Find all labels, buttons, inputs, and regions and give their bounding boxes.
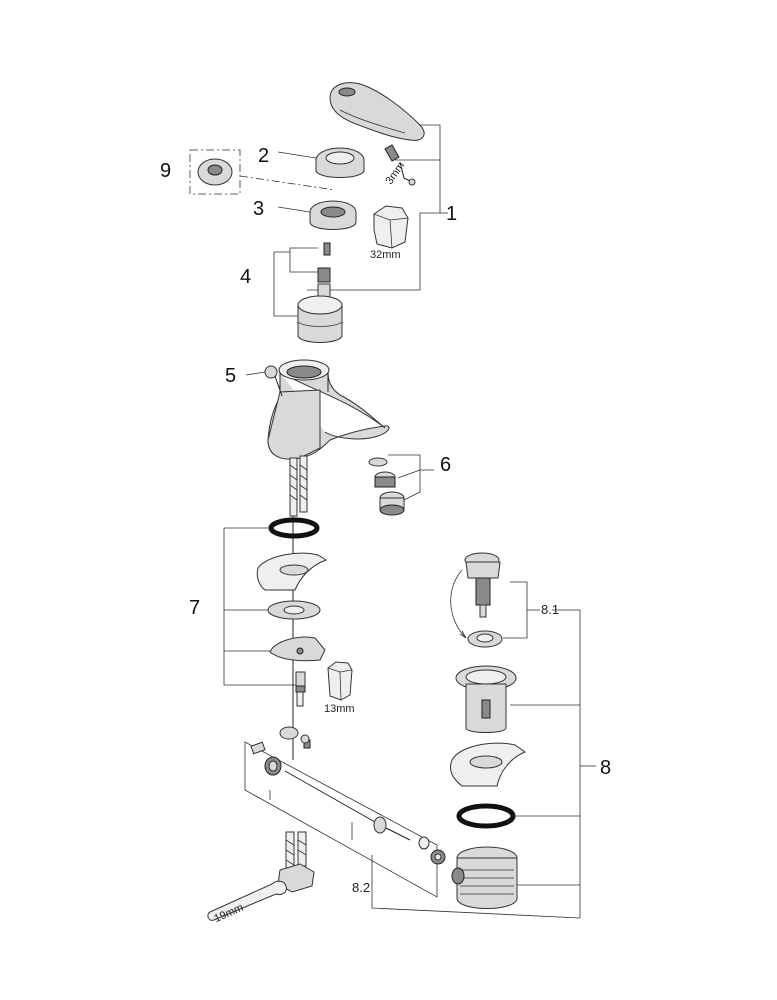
stopper-seal [467,630,503,648]
label-2: 2 [258,145,269,167]
label-4: 4 [240,266,251,288]
socket-32mm-size: 32mm [370,249,401,261]
fixing-washer [267,600,321,620]
fixing-plate [269,636,326,662]
indicator-button [197,158,233,186]
cover-cap [315,147,365,178]
pivot-washers [418,836,446,865]
aerator-housing [379,491,405,516]
aerator-washer [368,457,388,467]
label-7: 7 [189,597,200,619]
socket-13mm-size: 13mm [324,703,355,715]
label-9: 9 [160,160,171,182]
label-8-2: 8.2 [352,880,370,895]
label-5: 5 [225,365,236,387]
label-6: 6 [440,454,451,476]
socket-13mm [327,661,353,701]
threaded-stud [295,671,306,707]
label-8: 8 [600,757,611,779]
cartridge [297,283,343,343]
grub-screw [384,144,400,162]
cartridge-nut [309,200,357,230]
pivot-nut [264,756,282,776]
screw-small [323,242,331,256]
label-1: 1 [446,203,457,225]
mixer-body [267,359,390,460]
pivot-rod-parts [250,726,311,755]
waste-flange [455,665,517,733]
socket-32mm [373,205,409,249]
lever-handle [329,82,425,141]
stopper [464,552,501,618]
label-8-1: 8.1 [541,602,559,617]
aerator-insert [374,471,396,488]
hex-key [399,161,416,186]
pivot-rod [284,770,411,841]
adapter [317,267,331,283]
basin-section-upper [256,552,328,591]
seal-ring-upper [268,517,320,539]
spanner-19mm [207,880,287,921]
waste-body [451,846,518,909]
waste-seal-ring [456,803,516,829]
hex-key-size: 3mm [384,160,408,187]
label-3: 3 [253,198,264,220]
basin-section-lower [449,742,527,787]
